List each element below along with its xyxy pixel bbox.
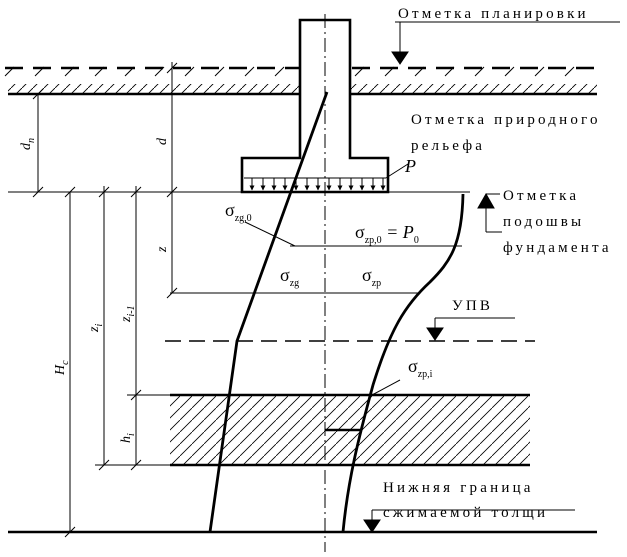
dim-zi-sub: i bbox=[94, 324, 105, 327]
sigma-zg-curve bbox=[208, 91, 329, 533]
footing-base-label-3: фундамента bbox=[503, 240, 612, 256]
dim-zi1-label: zi-1 bbox=[119, 305, 137, 323]
sigma-zp0-label: σzp,0 = P0 bbox=[355, 222, 419, 246]
label-leaders bbox=[244, 21, 620, 533]
footing-base-label-2: подошвы bbox=[503, 214, 584, 230]
dim-d-label: d bbox=[155, 137, 170, 145]
sigma-symbol: σ bbox=[280, 265, 290, 285]
sigma-zp0-equals-sub: 0 bbox=[414, 235, 419, 246]
load-arrows bbox=[244, 163, 409, 191]
dim-zi-label: zi bbox=[87, 324, 105, 333]
foundation-outline bbox=[240, 18, 390, 194]
sigma-zp-sub: zp bbox=[372, 278, 381, 289]
dim-zi-symbol: z bbox=[87, 326, 102, 333]
dim-dn-label: dn bbox=[19, 138, 37, 150]
dim-hi-label: hi bbox=[119, 433, 137, 443]
dimension-lines bbox=[32, 62, 178, 538]
ground-hatch-right bbox=[350, 84, 597, 94]
natural-relief-label-2: рельефа bbox=[411, 138, 485, 154]
sigma-zg-sub: zg bbox=[290, 278, 299, 289]
pressure-label: P bbox=[404, 156, 416, 176]
groundwater-label: УПВ bbox=[452, 298, 493, 314]
footing-base-label-1: Отметка bbox=[503, 188, 579, 204]
sigma-zp0-sub: zp,0 bbox=[365, 235, 382, 246]
dim-dn-sub: n bbox=[26, 138, 37, 143]
dim-hc-symbol: H bbox=[53, 364, 68, 376]
sigma-zg0-label: σzg,0 bbox=[225, 200, 252, 224]
sigma-zp0-equals: = P bbox=[382, 222, 414, 242]
dim-hc-label: Hc bbox=[53, 360, 71, 376]
dim-dn-symbol: d bbox=[19, 142, 34, 150]
dim-hc-sub: c bbox=[60, 360, 71, 365]
sigma-zg0-sub: zg,0 bbox=[235, 213, 252, 224]
sigma-zpi-label: σzp,i bbox=[408, 356, 433, 380]
lower-boundary-label-1: Нижняя граница bbox=[383, 480, 534, 496]
sigma-symbol: σ bbox=[355, 222, 365, 242]
sigma-zp-label: σzp bbox=[362, 265, 381, 289]
grade-mark-label: Отметка планировки bbox=[398, 6, 589, 22]
dim-z-label: z bbox=[155, 246, 170, 253]
dim-hi-symbol: h bbox=[119, 436, 134, 443]
sigma-zpi-sub: zp,i bbox=[418, 369, 433, 380]
sigma-symbol: σ bbox=[362, 265, 372, 285]
dim-zi1-symbol: z bbox=[119, 316, 134, 323]
sigma-zp-curve bbox=[341, 193, 465, 533]
ground-hatch-left bbox=[8, 84, 300, 94]
dim-hi-sub: i bbox=[126, 433, 137, 436]
sigma-zg-label: σzg bbox=[280, 265, 299, 289]
sigma-symbol: σ bbox=[408, 356, 418, 376]
natural-relief-label-1: Отметка природного bbox=[411, 112, 601, 128]
dim-zi1-sub: i-1 bbox=[126, 305, 137, 316]
sigma-symbol: σ bbox=[225, 200, 235, 220]
lower-boundary-label-2: сжимаемой толщи bbox=[383, 505, 548, 521]
